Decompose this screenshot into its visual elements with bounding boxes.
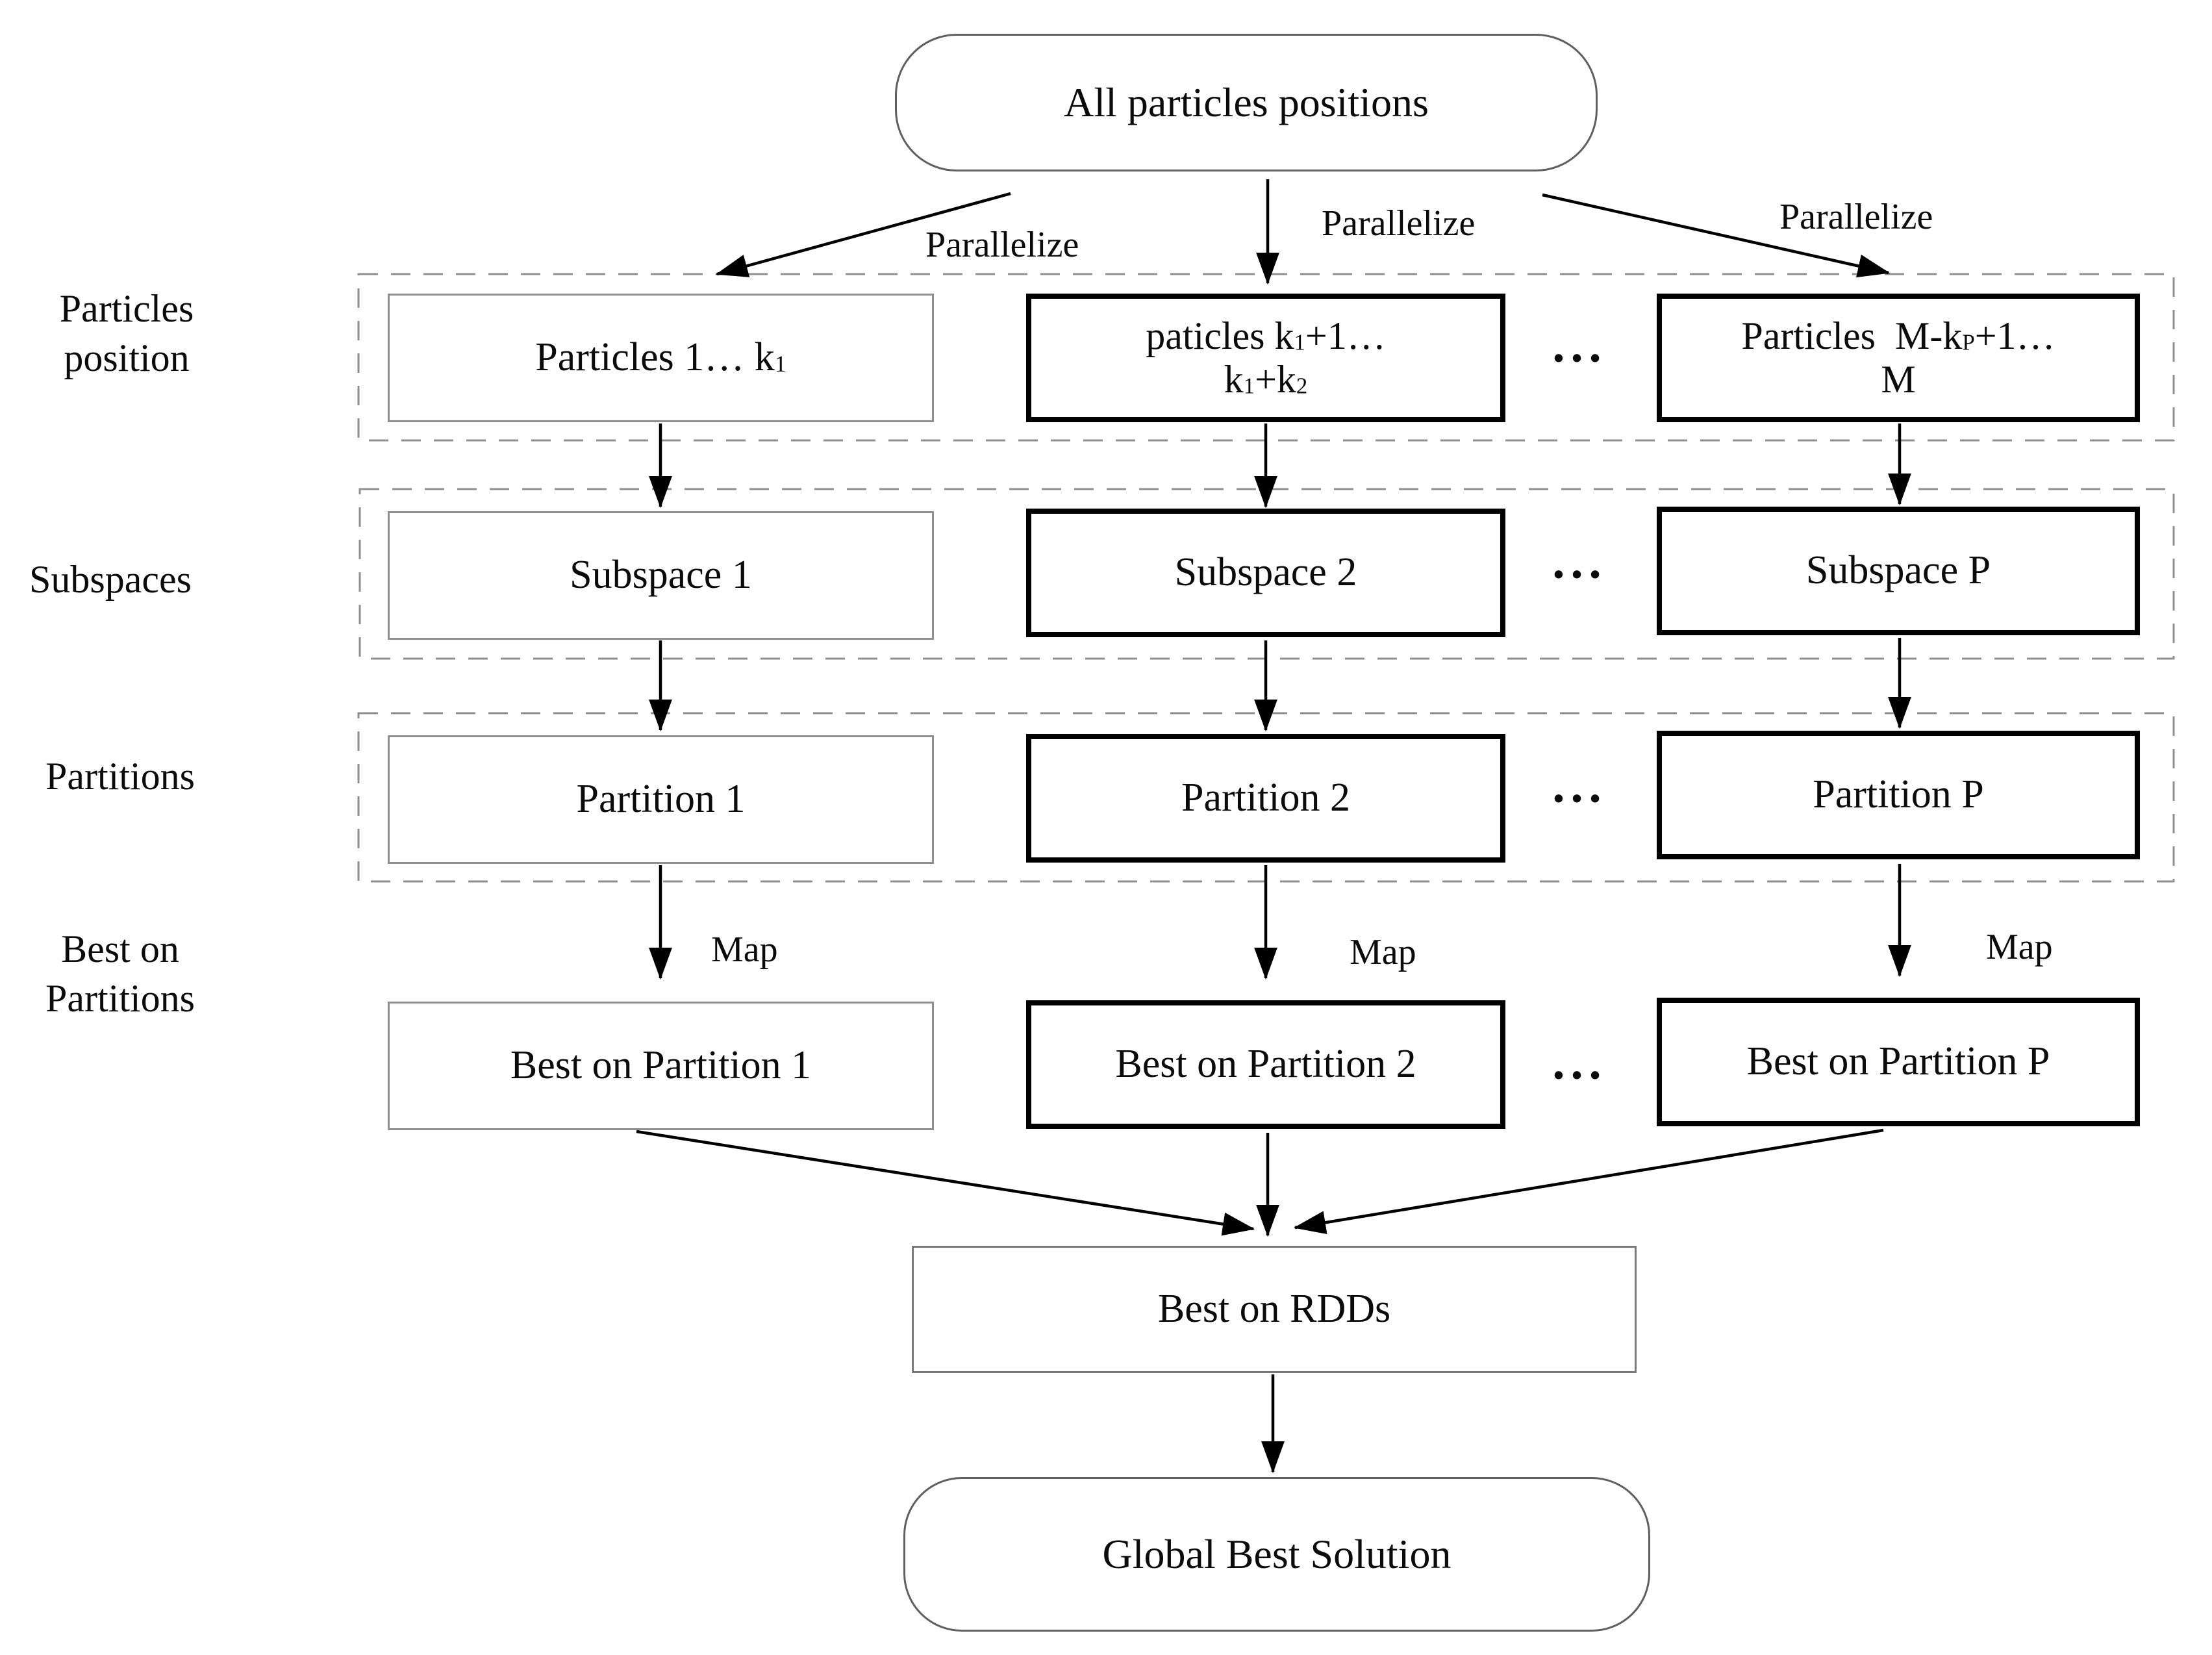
node-particles-P: Particles M-kP+1… M bbox=[1657, 294, 2140, 422]
node-partition-1: Partition 1 bbox=[388, 735, 934, 864]
best-on-partition-2-label: Best on Partition 2 bbox=[1115, 1042, 1416, 1087]
node-best-on-partition-2: Best on Partition 2 bbox=[1026, 1000, 1505, 1129]
best-on-partition-1-label: Best on Partition 1 bbox=[510, 1043, 812, 1088]
parallelize-label-left: Parallelize bbox=[925, 225, 1079, 265]
particles-1-label: Particles 1… k1 bbox=[535, 335, 786, 380]
subspace-1-label: Subspace 1 bbox=[570, 553, 752, 598]
partition-P-label: Partition P bbox=[1813, 772, 1984, 817]
subspace-2-label: Subspace 2 bbox=[1174, 550, 1357, 595]
node-global-best-solution: Global Best Solution bbox=[903, 1477, 1650, 1632]
stage-label-particles-position-line1: Particles bbox=[59, 287, 194, 330]
map-label-left: Map bbox=[711, 929, 778, 970]
ellipsis-particles-row: ••• bbox=[1553, 341, 1609, 375]
node-subspace-2: Subspace 2 bbox=[1026, 509, 1505, 637]
node-best-on-rdds: Best on RDDs bbox=[912, 1246, 1637, 1373]
arrow-parallelize-left bbox=[715, 192, 1011, 277]
all-particles-positions-label: All particles positions bbox=[1064, 79, 1429, 126]
best-on-partition-P-label: Best on Partition P bbox=[1746, 1039, 2050, 1084]
stage-label-subspaces: Subspaces bbox=[29, 558, 192, 601]
subspace-P-label: Subspace P bbox=[1805, 548, 1991, 593]
ellipsis-partitions-row: ••• bbox=[1553, 781, 1609, 815]
stage-label-best-on-partitions-line2: Partitions bbox=[45, 976, 195, 1020]
parallelize-label-right: Parallelize bbox=[1779, 197, 1933, 237]
partition-2-label: Partition 2 bbox=[1181, 776, 1351, 820]
global-best-solution-label: Global Best Solution bbox=[1102, 1531, 1452, 1578]
stage-label-best-on-partitions: Best on Partitions bbox=[13, 925, 227, 1023]
node-subspace-1: Subspace 1 bbox=[388, 511, 934, 640]
node-all-particles-positions: All particles positions bbox=[895, 34, 1598, 171]
partition-1-label: Partition 1 bbox=[576, 777, 746, 822]
particles-2-line1: paticles k1+1… bbox=[1146, 314, 1386, 357]
particles-2-line2: k1+k2 bbox=[1224, 358, 1308, 401]
node-best-on-partition-1: Best on Partition 1 bbox=[388, 1002, 934, 1130]
best-on-rdds-label: Best on RDDs bbox=[1157, 1287, 1391, 1332]
stage-label-best-on-partitions-line1: Best on bbox=[61, 928, 179, 970]
particles-P-line1: Particles M-kP+1… bbox=[1741, 314, 2055, 357]
ellipsis-best-row: ••• bbox=[1553, 1058, 1609, 1092]
node-particles-1: Particles 1… k1 bbox=[388, 294, 934, 422]
stage-label-particles-position: Particles position bbox=[19, 284, 234, 383]
arrow-best1-rdds bbox=[636, 1130, 1255, 1236]
arrow-bestP-rdds bbox=[1293, 1128, 1884, 1235]
node-partition-2: Partition 2 bbox=[1026, 734, 1505, 863]
arrow-parallelize-right bbox=[1542, 193, 1891, 278]
node-particles-2: paticles k1+1… k1+k2 bbox=[1026, 294, 1505, 422]
map-label-right: Map bbox=[1986, 927, 2053, 967]
node-partition-P: Partition P bbox=[1657, 731, 2140, 859]
stage-label-partitions: Partitions bbox=[45, 755, 195, 798]
ellipsis-subspaces-row: ••• bbox=[1553, 557, 1609, 591]
dashed-container-particles-position bbox=[357, 273, 2175, 442]
node-best-on-partition-P: Best on Partition P bbox=[1657, 998, 2140, 1126]
map-label-middle: Map bbox=[1350, 932, 1416, 972]
stage-label-particles-position-line2: position bbox=[64, 336, 190, 379]
node-subspace-P: Subspace P bbox=[1657, 507, 2140, 635]
parallelize-label-middle: Parallelize bbox=[1322, 203, 1476, 244]
particles-P-line2: M bbox=[1881, 358, 1916, 401]
